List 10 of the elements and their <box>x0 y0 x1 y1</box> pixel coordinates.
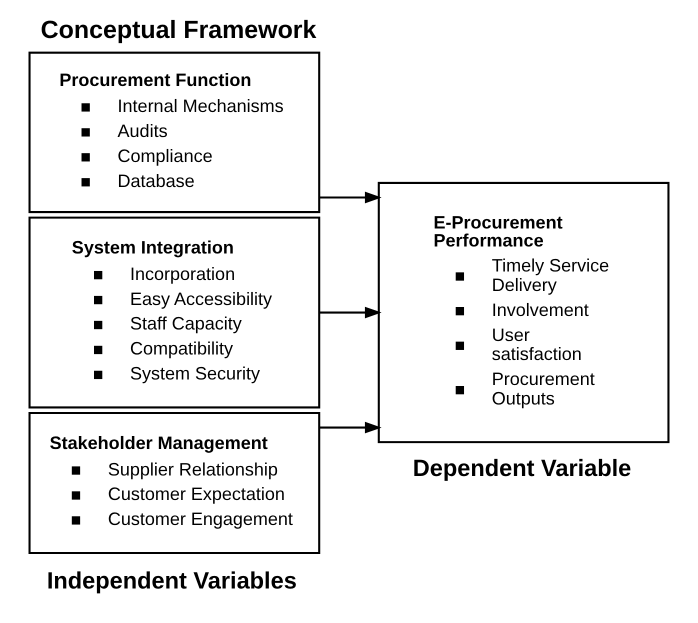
node-box: Stakeholder Management Supplier Relationship Customer Expectation Customer Engagement <box>28 412 320 554</box>
arrow <box>319 306 382 318</box>
node-box: E-Procurement Performance Timely Service Delivery Involvement User satisfaction Procurement Outputs <box>378 182 670 444</box>
arrow <box>319 422 382 434</box>
node-box: Procurement Function Internal Mechanisms Audits Compliance Database <box>28 52 320 214</box>
arrow <box>319 192 382 204</box>
label: Independent Variables <box>46 567 297 594</box>
diagram-title: Conceptual Framework <box>40 16 316 44</box>
label: Dependent Variable <box>412 455 632 482</box>
node-box: System Integration Incorporation Easy Accessibility Staff Capacity Compatibility System Security <box>28 216 320 409</box>
